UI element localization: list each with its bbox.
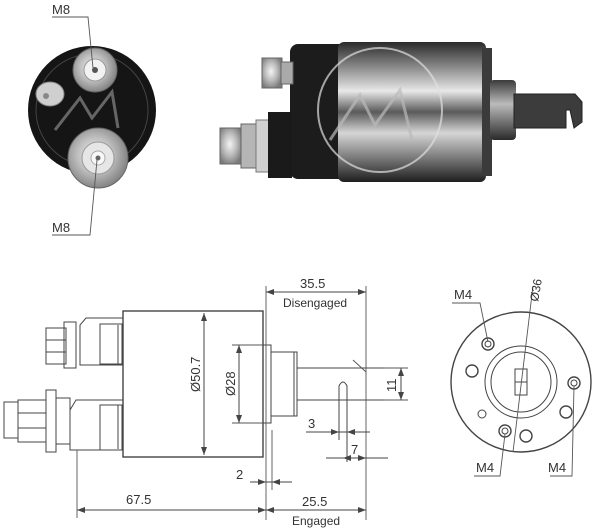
dim-boss-diameter: Ø28	[223, 371, 238, 396]
callout-m4-right: M4	[548, 460, 566, 475]
end-view-photo: M8 M8	[28, 2, 156, 236]
solenoid-can	[338, 42, 486, 182]
dim-body-diameter: Ø50.7	[188, 357, 203, 392]
dim-disengaged-length: 35.5	[300, 276, 325, 291]
watermark-logo-icon	[53, 88, 120, 131]
dim-plunger-width: 11	[384, 379, 399, 393]
end-drawing: Ø36 M4 M4 M4	[450, 277, 592, 477]
label-disengaged: Disengaged	[283, 296, 347, 310]
callout-m8-top: M8	[52, 2, 70, 17]
lower-stud	[219, 112, 292, 178]
side-drawing: Ø50.7 Ø28 67.5 2 35.5 Disengaged 25.5 En…	[3, 276, 408, 528]
callout-m4-top-left: M4	[454, 287, 472, 302]
dim-slot-offset: 7	[351, 442, 358, 457]
label-engaged: Engaged	[292, 514, 340, 528]
dim-overall-length: 67.5	[126, 492, 151, 507]
dim-flange-gap: 2	[236, 467, 243, 482]
side-view-photo	[219, 42, 583, 182]
bottom-terminal-nut	[67, 127, 129, 189]
dim-engaged-length: 25.5	[302, 494, 327, 509]
dim-slot-width: 3	[308, 416, 315, 431]
plunger-tab	[513, 93, 583, 129]
watermark-logo-icon	[328, 86, 414, 141]
callout-m8-bottom: M8	[52, 220, 70, 235]
upper-stud	[261, 57, 294, 89]
dim-bolt-circle: Ø36	[527, 277, 545, 302]
callout-m4-bottom: M4	[476, 460, 494, 475]
top-terminal-nut	[72, 47, 118, 93]
